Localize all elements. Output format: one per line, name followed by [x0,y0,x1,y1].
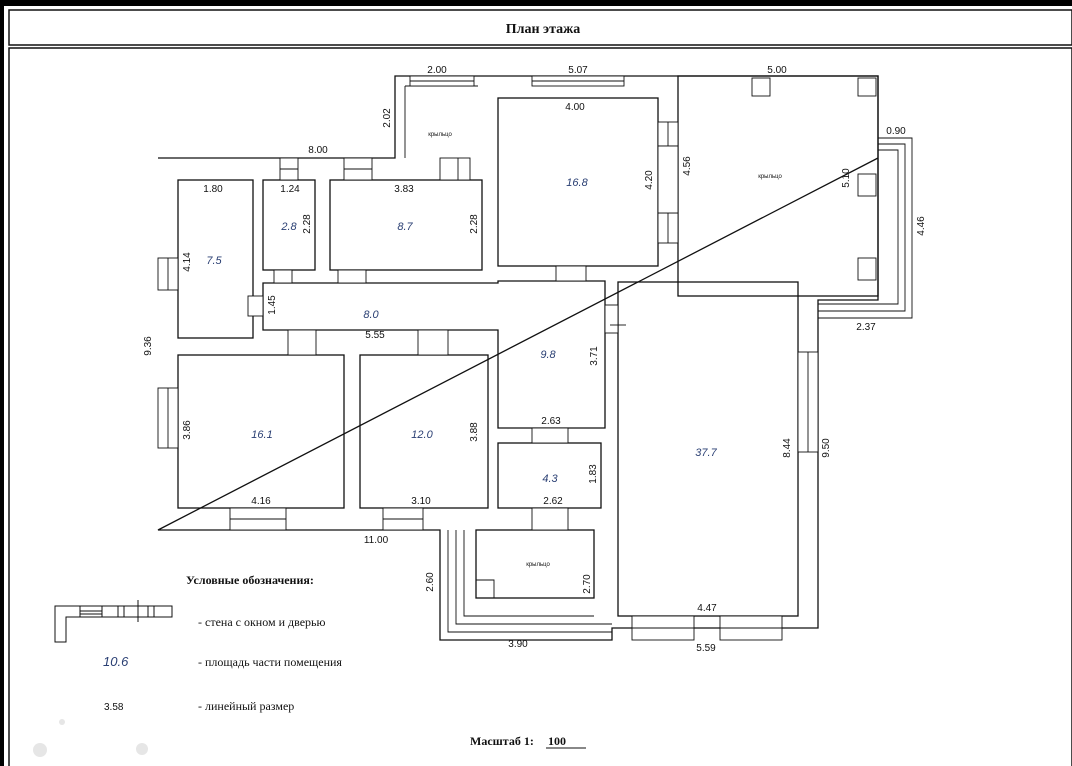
dimension-label: 4.46 [916,216,927,236]
walls [157,75,913,641]
watermark [33,719,148,757]
dimension-label: 4.47 [697,603,717,614]
dimension-label: 11.00 [364,535,389,546]
dimension-label: 1.80 [203,184,223,195]
dimension-label: 9.36 [143,336,154,356]
room-area-label: 9.8 [540,349,556,361]
legend-wall-desc: - стена с окном и дверью [198,615,326,629]
dimension-label: 5.07 [568,65,588,76]
plan-title: План этажа [506,22,581,37]
legend-area-desc: - площадь части помещения [198,655,342,669]
dimension-label: 1.83 [588,464,599,484]
room-area-label: 7.5 [206,255,222,267]
drawing-frame [8,47,1072,766]
dimension-label: 2.37 [856,322,876,333]
dimension-label: 5.55 [365,330,385,341]
dimension-label: 5.59 [696,643,716,654]
dimension-label: 8.44 [782,438,793,458]
dimension-label: 4.20 [644,170,655,190]
dimension-label: 3.71 [589,346,600,366]
scale-value: 100 [548,734,566,748]
paper [4,6,1072,766]
dimension-label: 4.00 [565,102,585,113]
room-area-label: 2.8 [280,221,297,233]
scale-label: Масштаб 1: [470,734,534,748]
room-area-label: 8.7 [397,221,413,233]
dimension-label: 4.14 [182,252,193,272]
scale: Масштаб 1: 100 [470,734,586,749]
dimension-label: 5.10 [841,168,852,188]
legend-heading: Условные обозначения: [186,573,314,587]
room-area-label: 8.0 [363,309,379,321]
room-area-label: 37.7 [695,447,717,459]
dimension-label: 2.00 [427,65,447,76]
dimension-label: 3.86 [182,420,193,440]
room-area-label: 4.3 [542,473,558,485]
dimension-label: 2.02 [382,108,393,128]
room-area-label: 16.1 [251,429,272,441]
dimension-label: 2.28 [469,214,480,234]
porch-label: крыльцо [428,132,452,138]
dimension-label: 3.10 [411,496,431,507]
dimension-label: 3.90 [508,639,528,650]
dimension-label: 2.63 [541,416,561,427]
dimension-label: 1.45 [267,295,278,315]
dimension-label: 3.83 [394,184,414,195]
legend: Условные обозначения: - стена с окном и … [54,573,342,713]
room-area-label: 12.0 [411,429,433,441]
room-areas: 7.5 2.8 8.7 16.8 8.0 9.8 16.1 12.0 4.3 3… [206,177,717,485]
dimension-label: 4.16 [251,496,271,507]
porch-labels: крыльцо крыльцо крыльцо [428,132,782,568]
porch-label: крыльцо [758,174,782,180]
dimension-label: 5.00 [767,65,787,76]
legend-area-sample: 10.6 [103,654,129,669]
wall-symbol [54,600,173,643]
dimension-label: 3.88 [469,422,480,442]
dimension-label: 9.50 [821,438,832,458]
dimension-label: 4.56 [682,156,693,176]
dimension-label: 2.62 [543,496,563,507]
title-bar [8,9,1072,46]
porch-label: крыльцо [526,562,550,568]
dimension-label: 0.90 [886,126,906,137]
dimension-labels: 2.00 5.07 5.00 2.02 4.00 0.90 8.00 1.80 … [143,65,927,654]
dimension-label: 2.28 [302,214,313,234]
dimension-label: 2.70 [582,574,593,594]
legend-dim-desc: - линейный размер [198,699,294,713]
dimension-label: 8.00 [308,145,328,156]
room-area-label: 16.8 [566,177,588,189]
legend-dim-sample: 3.58 [104,702,124,713]
dimension-label: 2.60 [425,572,436,592]
dimension-label: 1.24 [280,184,300,195]
